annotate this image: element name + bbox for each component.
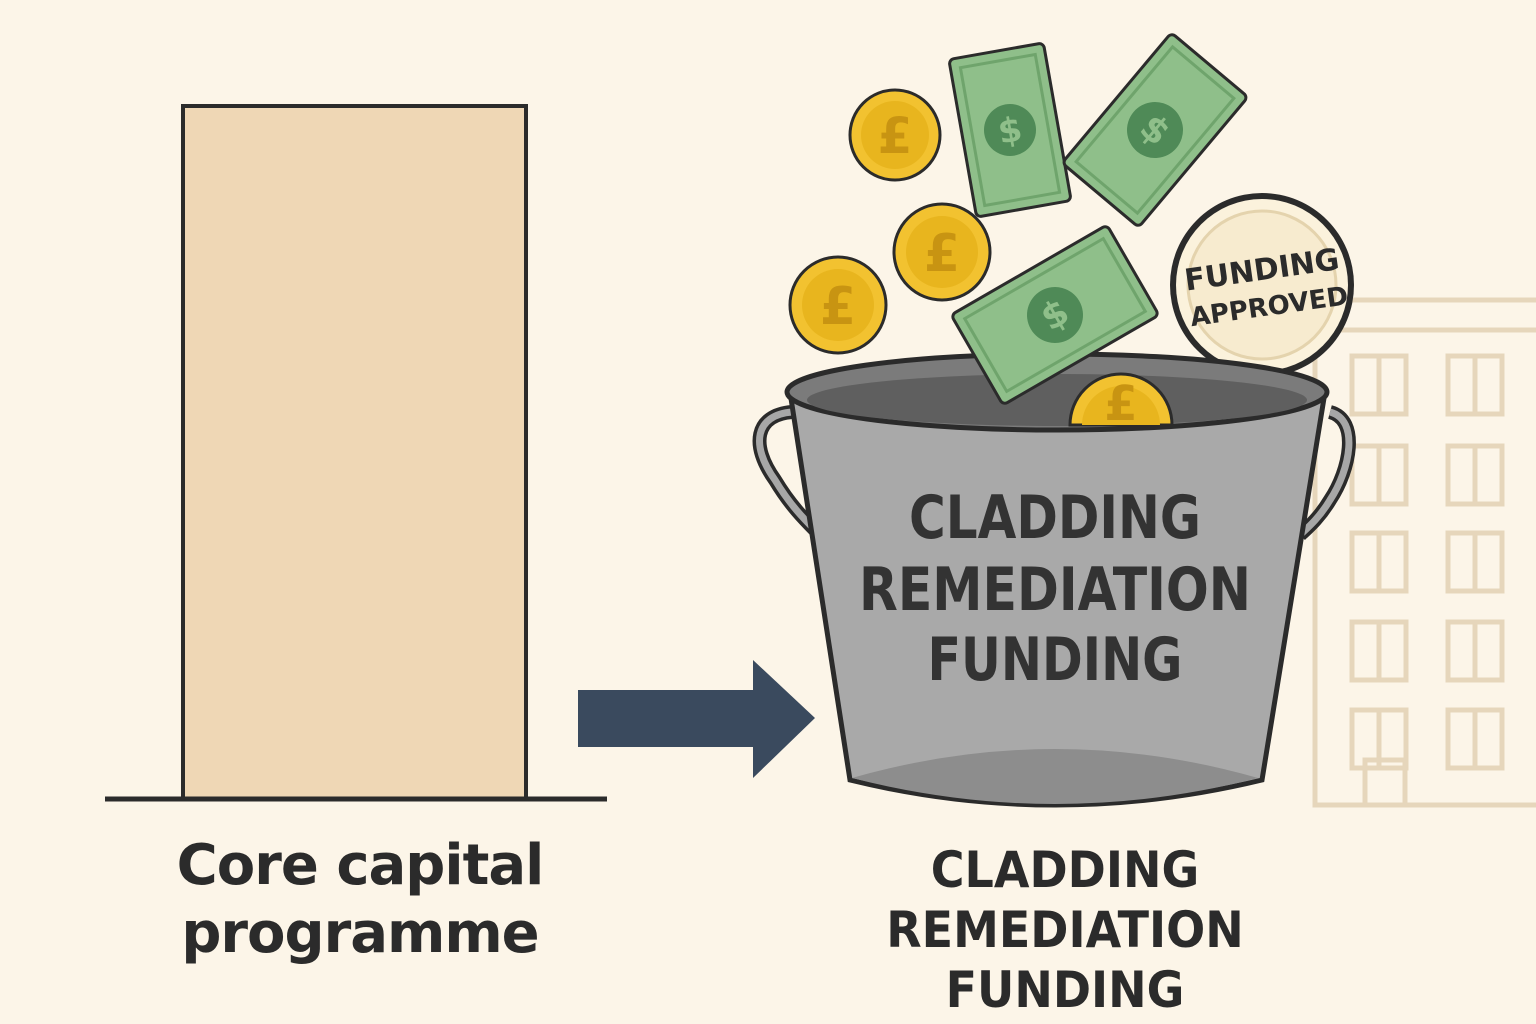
core-capital-bar: [105, 104, 607, 802]
bucket: [784, 351, 1330, 808]
banknote: $: [948, 42, 1072, 218]
svg-text:£: £: [820, 277, 856, 337]
bucket-line-3: FUNDING: [928, 625, 1183, 695]
pound-coin-icon: £: [788, 255, 888, 355]
core-capital-label-line-2: programme: [181, 901, 539, 966]
cladding-funding-label-line-2: REMEDIATION FUNDING: [886, 901, 1244, 1019]
building-illustration: [1312, 297, 1536, 808]
svg-text:£: £: [1104, 376, 1137, 432]
bucket-line-1: CLADDING: [909, 483, 1201, 553]
banknote: $: [951, 225, 1159, 405]
bucket-handle: [752, 405, 1356, 541]
cladding-funding-label-line-1: CLADDING: [930, 841, 1200, 899]
pound-coin-icon: £: [1068, 372, 1174, 432]
bucket-line-2: REMEDIATION: [859, 555, 1251, 625]
funding-approved-badge: FUNDING APPROVED: [1170, 193, 1354, 377]
pound-coin-icon: £: [892, 202, 992, 302]
capital-bar-rect: [181, 104, 528, 801]
pound-coin-icon: £: [848, 88, 942, 182]
svg-text:£: £: [878, 107, 913, 165]
svg-text:£: £: [924, 224, 960, 284]
core-capital-label-line-1: Core capital: [176, 833, 545, 898]
arrow-right-icon: [578, 660, 815, 778]
core-capital-label: Core capital programme: [150, 832, 570, 968]
banknote: $: [1062, 33, 1248, 227]
cladding-funding-label: CLADDING REMEDIATION FUNDING: [766, 840, 1364, 1020]
bucket-label: CLADDING REMEDIATION FUNDING: [859, 483, 1251, 695]
